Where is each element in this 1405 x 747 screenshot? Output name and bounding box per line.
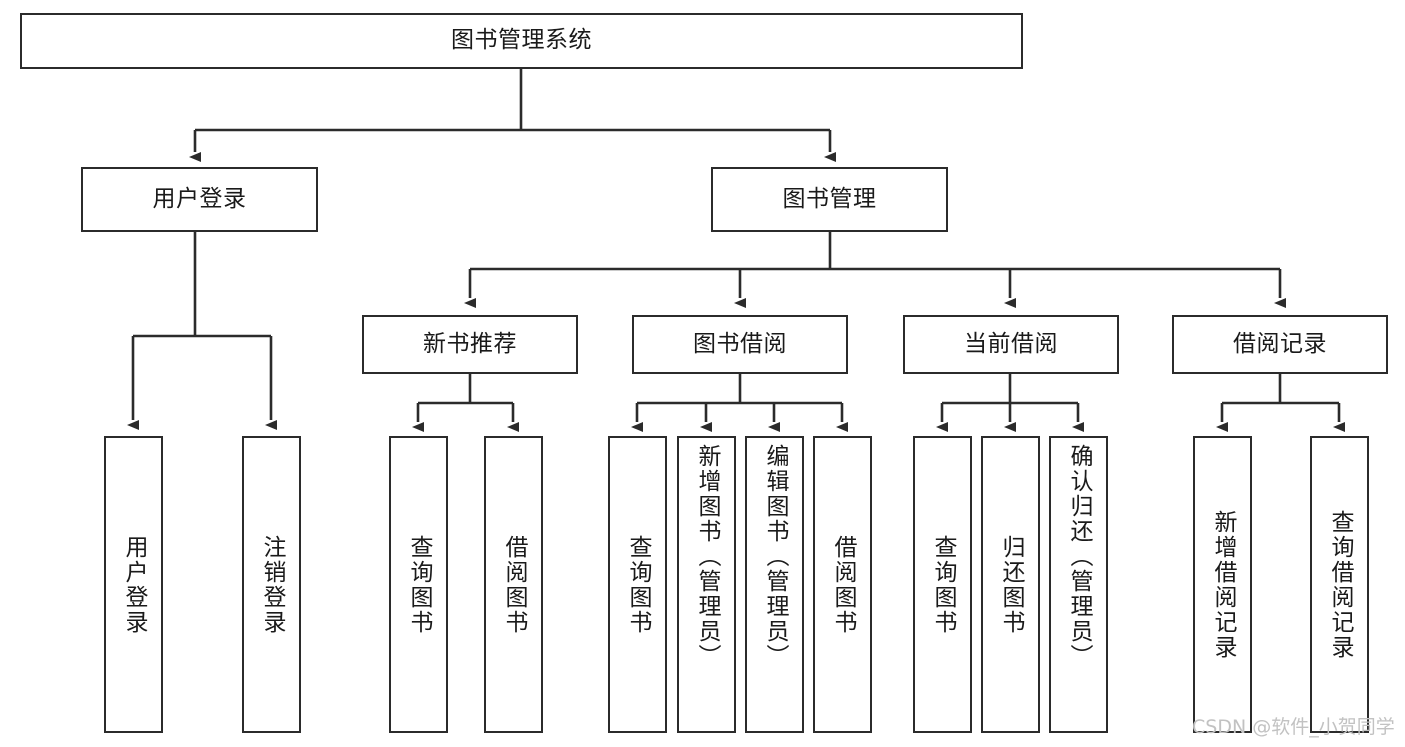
leaf-borrow-record-query-record[interactable]: 查询借阅记录 [1310, 436, 1369, 733]
node-label: 图书管理 [782, 185, 877, 212]
node-label: 注销登录 [259, 534, 285, 635]
node-current-borrow[interactable]: 当前借阅 [903, 315, 1119, 374]
node-label: 图书管理系统 [451, 27, 592, 54]
node-label: 编辑图书（管理员） [762, 444, 788, 669]
node-label: 新书推荐 [423, 330, 517, 357]
leaf-current-borrow-return-book[interactable]: 归还图书 [981, 436, 1040, 733]
leaf-user-login-logout[interactable]: 注销登录 [242, 436, 301, 733]
node-label: 查询借阅记录 [1327, 509, 1353, 660]
node-label: 确认归还（管理员） [1066, 444, 1092, 669]
node-label: 用户登录 [152, 185, 247, 212]
node-label: 当前借阅 [964, 330, 1058, 357]
node-label: 借阅图书 [501, 534, 527, 635]
csdn-watermark: CSDN @软件_小贺同学 [1192, 716, 1395, 738]
node-book-borrow[interactable]: 图书借阅 [632, 315, 848, 374]
node-user-login[interactable]: 用户登录 [81, 167, 318, 232]
node-root-book-management-system[interactable]: 图书管理系统 [20, 13, 1023, 69]
node-label: 查询图书 [930, 534, 956, 635]
leaf-new-book-query-book[interactable]: 查询图书 [389, 436, 448, 733]
node-borrow-record[interactable]: 借阅记录 [1172, 315, 1388, 374]
node-label: 查询图书 [406, 534, 432, 635]
leaf-book-borrow-add-book-admin[interactable]: 新增图书（管理员） [677, 436, 736, 733]
node-new-book-recommend[interactable]: 新书推荐 [362, 315, 578, 374]
node-label: 新增借阅记录 [1210, 509, 1236, 660]
node-label: 图书借阅 [693, 330, 787, 357]
node-label: 用户登录 [121, 534, 147, 635]
node-label: 查询图书 [625, 534, 651, 635]
node-label: 新增图书（管理员） [694, 444, 720, 669]
leaf-new-book-borrow-book[interactable]: 借阅图书 [484, 436, 543, 733]
node-label: 借阅记录 [1233, 330, 1327, 357]
leaf-book-borrow-query-book[interactable]: 查询图书 [608, 436, 667, 733]
leaf-book-borrow-borrow-book[interactable]: 借阅图书 [813, 436, 872, 733]
node-book-management[interactable]: 图书管理 [711, 167, 948, 232]
leaf-user-login-login[interactable]: 用户登录 [104, 436, 163, 733]
leaf-current-borrow-query-book[interactable]: 查询图书 [913, 436, 972, 733]
node-label: 借阅图书 [830, 534, 856, 635]
leaf-book-borrow-edit-book-admin[interactable]: 编辑图书（管理员） [745, 436, 804, 733]
leaf-borrow-record-add-record[interactable]: 新增借阅记录 [1193, 436, 1252, 733]
node-label: 归还图书 [998, 534, 1024, 635]
leaf-current-borrow-confirm-return-admin[interactable]: 确认归还（管理员） [1049, 436, 1108, 733]
